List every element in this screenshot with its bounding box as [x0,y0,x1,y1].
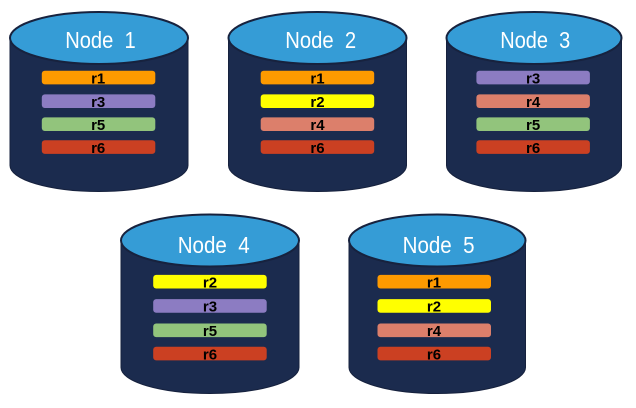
svg-text:r3: r3 [526,70,540,87]
svg-text:r6: r6 [91,140,105,157]
svg-text:r6: r6 [310,140,324,157]
svg-text:r3: r3 [203,299,217,316]
svg-text:r5: r5 [203,323,217,340]
svg-text:r4: r4 [427,323,442,340]
svg-text:r1: r1 [91,70,105,87]
svg-text:r4: r4 [526,94,541,111]
svg-text:Node 2: Node 2 [285,27,356,53]
svg-text:r5: r5 [91,117,105,134]
svg-text:r2: r2 [310,94,324,111]
svg-text:r2: r2 [427,299,441,316]
svg-text:Node 4: Node 4 [178,232,250,258]
svg-text:r1: r1 [310,70,324,87]
svg-text:Node 1: Node 1 [65,27,136,53]
svg-text:Node 3: Node 3 [500,27,570,53]
svg-text:r6: r6 [526,140,540,157]
svg-text:r1: r1 [427,274,441,291]
svg-text:r4: r4 [310,117,325,134]
svg-text:r5: r5 [526,117,540,134]
svg-text:Node 5: Node 5 [403,232,475,258]
svg-text:r2: r2 [203,274,217,291]
svg-text:r3: r3 [91,94,105,111]
svg-text:r6: r6 [203,346,217,363]
svg-text:r6: r6 [427,346,441,363]
